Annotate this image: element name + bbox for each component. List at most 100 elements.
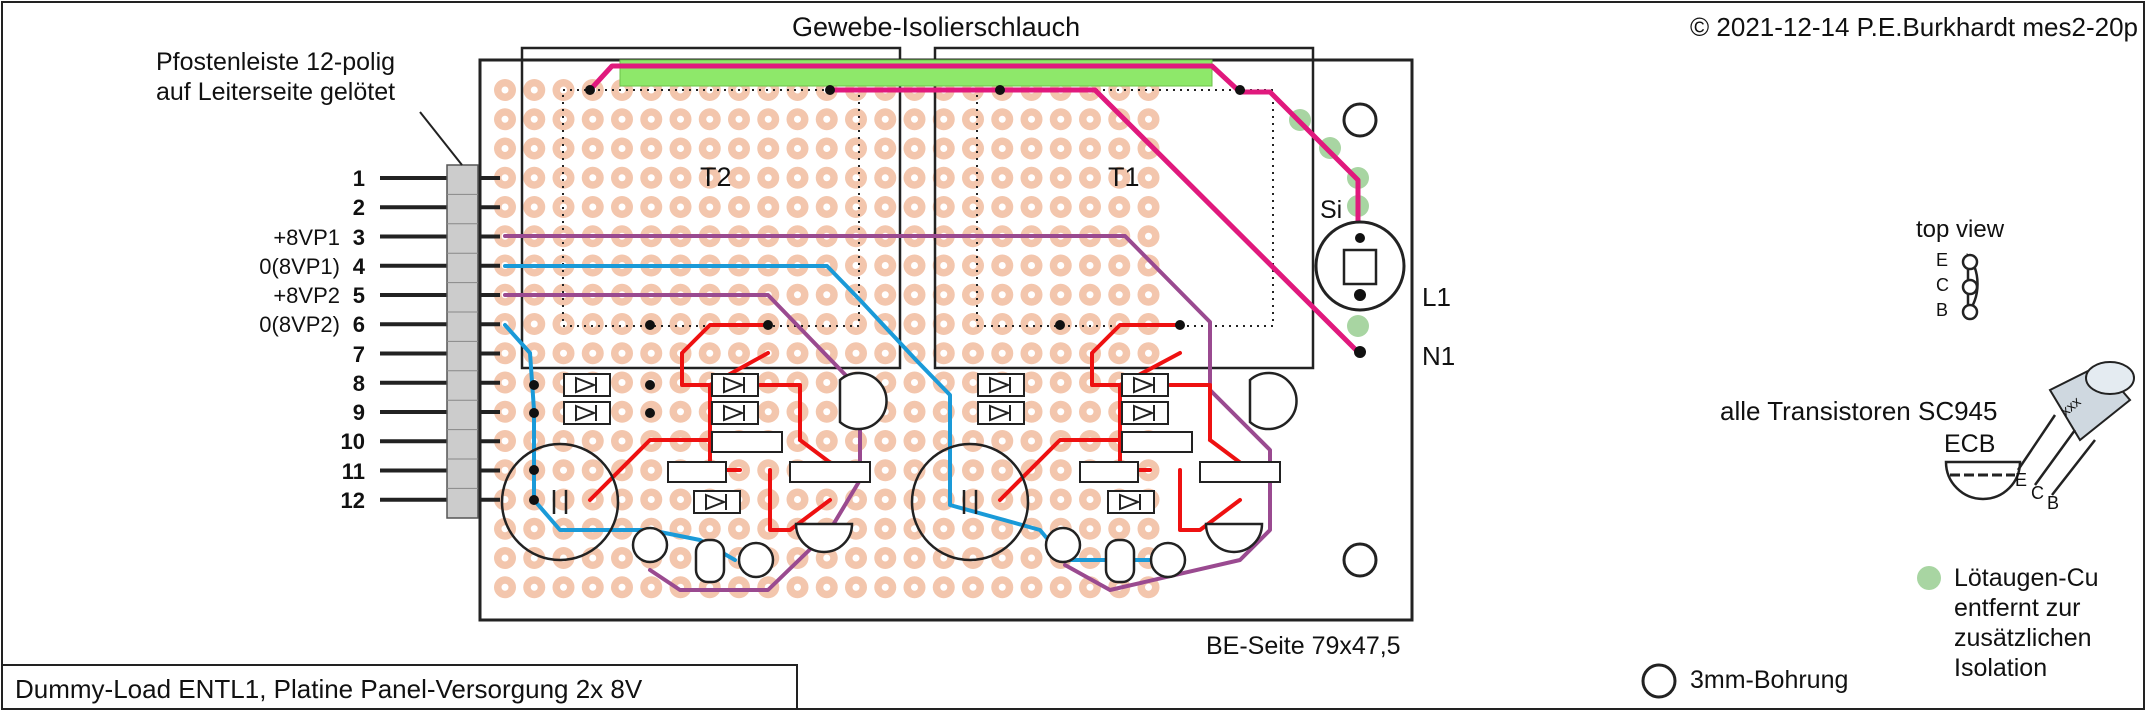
pad-hole [852, 174, 860, 182]
sleeve-label: Gewebe-Isolierschlauch [792, 12, 1081, 42]
pad-hole [764, 115, 772, 123]
pad-hole [1115, 525, 1123, 533]
solder-joint [1235, 85, 1245, 95]
pad-hole [1057, 145, 1065, 152]
pad-hole [677, 525, 684, 533]
pad-hole [677, 174, 684, 182]
pad-hole [589, 554, 597, 562]
pin-number: 11 [341, 458, 365, 484]
solder-joint [529, 495, 539, 505]
diode [711, 373, 759, 397]
pin-c-label-3d: C [2031, 483, 2044, 503]
pad-hole [823, 115, 831, 123]
pad-hole [647, 174, 655, 182]
label-fuse: Si [1320, 196, 1343, 224]
pad-hole [1028, 174, 1035, 182]
pad-hole [1145, 291, 1152, 299]
pad-hole [530, 349, 538, 357]
pad-hole [618, 554, 626, 562]
diode [977, 401, 1025, 425]
pad-hole [794, 86, 801, 94]
pad-hole [706, 115, 714, 123]
pin-number: 10 [340, 429, 365, 455]
pad-hole [530, 525, 538, 533]
pad-hole [501, 174, 509, 182]
pad-hole [706, 349, 714, 357]
pad-hole [618, 583, 626, 591]
pad-hole [881, 174, 889, 182]
pad-hole [589, 115, 597, 123]
pin-e-label-3d: E [2015, 470, 2028, 490]
pad-hole [647, 466, 655, 474]
resistor [1199, 461, 1281, 483]
pad-hole [677, 496, 684, 503]
diode [1107, 490, 1155, 514]
diode-symbol [989, 404, 1011, 422]
pad-hole [1115, 174, 1123, 182]
resistor [1121, 431, 1193, 453]
pad-hole [794, 583, 801, 591]
pad-hole [998, 437, 1006, 445]
diode-symbol [723, 376, 745, 394]
pad-hole [1028, 115, 1035, 123]
wires [503, 63, 1361, 592]
top-view-label: top view [1916, 216, 2005, 243]
components [500, 85, 1406, 584]
pad-hole [1145, 86, 1152, 94]
pad-hole [998, 262, 1006, 269]
pad-hole [823, 291, 831, 299]
pin-b-label: B [1936, 300, 1949, 320]
pad-hole [1086, 262, 1094, 269]
pad-hole [794, 174, 801, 182]
pad-hole [764, 203, 772, 211]
pad-hole [969, 115, 977, 123]
pad-hole [940, 437, 948, 445]
pad-hole [911, 583, 918, 591]
pad-hole [823, 145, 831, 152]
pad-hole [969, 437, 977, 445]
pad-hole [969, 291, 977, 299]
pad-hole [852, 349, 860, 357]
diode-symbol [989, 376, 1011, 394]
pad-hole [1145, 232, 1152, 240]
pad-hole [1057, 203, 1065, 211]
leader-line [419, 111, 463, 166]
pad-hole [881, 437, 889, 445]
pad-hole [647, 86, 655, 94]
pad-hole [881, 262, 889, 269]
solder-joint [825, 85, 835, 95]
pad-hole [706, 145, 714, 152]
pad-hole [501, 583, 509, 591]
pad-hole [1145, 203, 1152, 211]
pad-hole [794, 349, 801, 357]
board-side-label: BE-Seite 79x47,5 [1206, 632, 1401, 660]
pad-hole [940, 466, 948, 474]
pad-hole [911, 320, 918, 328]
pad-hole [1086, 496, 1094, 503]
pad-hole [911, 262, 918, 269]
pad-hole [677, 203, 684, 211]
pad-hole [560, 145, 567, 152]
pad-hole [998, 320, 1006, 328]
pad-hole [735, 115, 743, 123]
pad-hole [501, 86, 509, 94]
pad-hole [1028, 496, 1035, 503]
pin-c-label: C [1936, 275, 1949, 295]
pad-hole [1057, 291, 1065, 299]
pad-hole [560, 466, 567, 474]
pad-hole [560, 437, 567, 445]
wire-red-trace [998, 438, 1122, 502]
pad-hole [852, 203, 860, 211]
pad-hole [677, 145, 684, 152]
pad-hole [618, 349, 626, 357]
pad-hole [560, 115, 567, 123]
pad-hole [764, 174, 772, 182]
pad-hole [969, 203, 977, 211]
pin-signal: +8VP1 [273, 224, 340, 250]
solder-joint [529, 465, 539, 475]
pad-hole [618, 115, 626, 123]
fuse [1342, 248, 1378, 286]
pad-hole [1028, 408, 1035, 416]
pad-hole [530, 203, 538, 211]
